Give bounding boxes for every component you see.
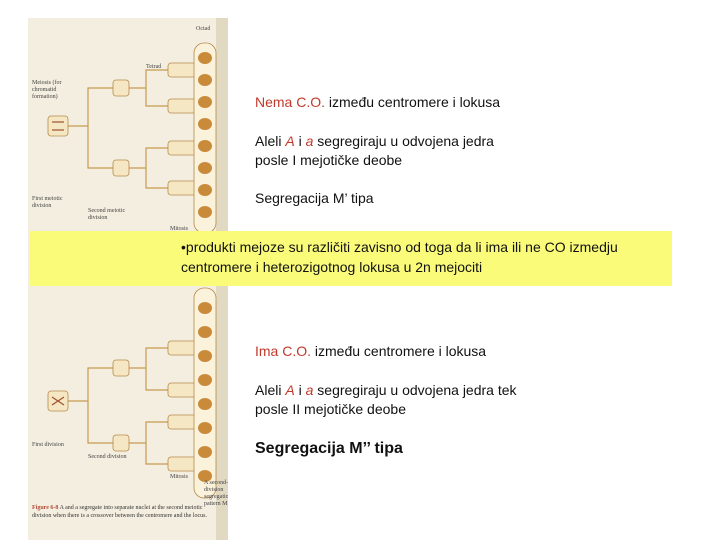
block1-no-co: Nema C.O.: [255, 94, 326, 110]
figure-label-mitosis: Mitosis: [170, 226, 189, 232]
figure-caption: Figure 6-8 A and a segregate into separa…: [32, 504, 222, 520]
block1-line3: posle I mejotičke deobe: [255, 152, 403, 168]
figure-label-tetrad: Tetrad: [146, 64, 162, 70]
highlight-banner: [30, 231, 672, 286]
figure-label-first-division: First division: [32, 442, 64, 448]
figure-number: Figure 6-8: [32, 505, 59, 511]
block1-line2-post: segregiraju u odvojena jedra: [313, 133, 494, 149]
block2-line2-pre: Aleli: [255, 382, 286, 398]
figure-label-second-division: Second division: [88, 454, 127, 460]
block2-line2-mid: i: [294, 382, 306, 398]
block2-line1-rest: između centromere i lokusa: [311, 343, 487, 359]
figure-label-octad: Octad: [196, 26, 211, 32]
figure-label-mitosis-2: Mitosis: [170, 474, 189, 480]
allele-a-2: a: [305, 382, 314, 398]
figure-side-note: A second-division segregation pattern M: [204, 480, 228, 507]
figure-label-second-meiotic: Second meiotic division: [88, 208, 126, 221]
block1-line1: Nema C.O. između centromere i lokusa: [255, 93, 500, 112]
block2-line2-post: segregiraju u odvojena jedra tek: [313, 382, 517, 398]
block2-line2: Aleli A i a segregiraju u odvojena jedra…: [255, 381, 517, 400]
block1-segregation-type: Segregacija M’ tipa: [255, 190, 374, 206]
figure-caption-text: A and a segregate into separate nuclei a…: [32, 505, 207, 519]
block2-segregation-type: Segregacija M’’ tipa: [255, 440, 403, 457]
block1-line2: Aleli A i a segregiraju u odvojena jedra: [255, 132, 494, 151]
allele-A-2: A: [285, 382, 295, 398]
figure-drawing: [47, 42, 217, 499]
block2-line3: posle II mejotičke deobe: [255, 401, 406, 417]
block1-line1-rest: između centromere i lokusa: [325, 94, 501, 110]
block2-has-co: Ima C.O.: [255, 343, 312, 359]
allele-a: a: [305, 133, 314, 149]
block2-line1: Ima C.O. između centromere i lokusa: [255, 342, 486, 361]
block1-line2-pre: Aleli: [255, 133, 286, 149]
figure-label-meiosis: Meiosis (for chromatid formation): [32, 80, 62, 100]
allele-A: A: [285, 133, 295, 149]
banner-text: •produkti mejoze su različiti zavisno od…: [181, 239, 618, 275]
block1-line2-mid: i: [294, 133, 306, 149]
figure-label-first-meiotic: First meiotic division: [32, 196, 63, 209]
